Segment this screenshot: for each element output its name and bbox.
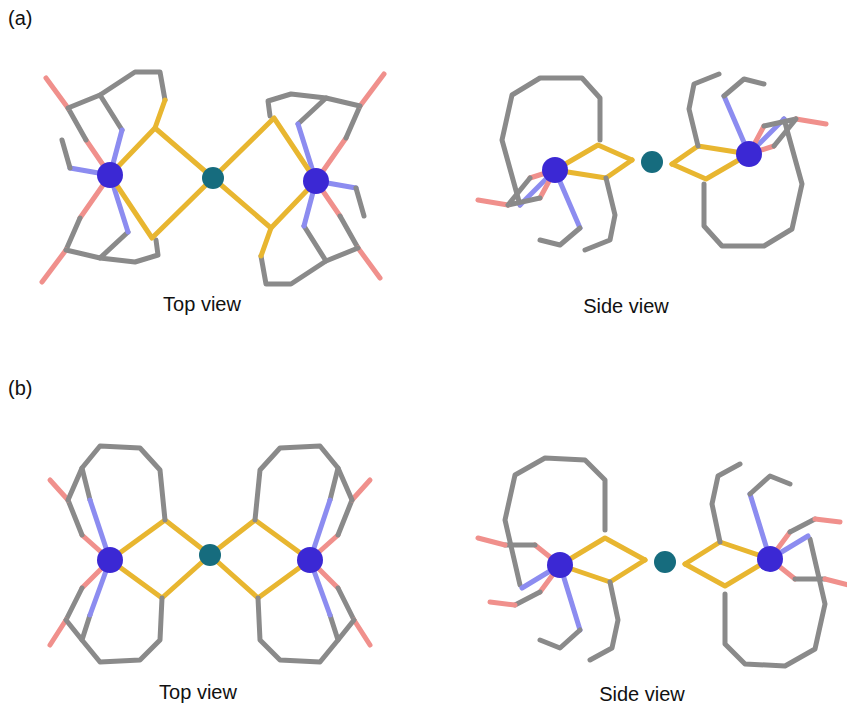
panel-letter: (a) [8,6,32,30]
view-caption: Top view [163,292,241,316]
panel-letter: (b) [8,376,32,400]
view-caption: Top view [159,680,237,704]
view-caption: Side view [599,682,685,706]
view-caption: Side view [583,294,669,318]
